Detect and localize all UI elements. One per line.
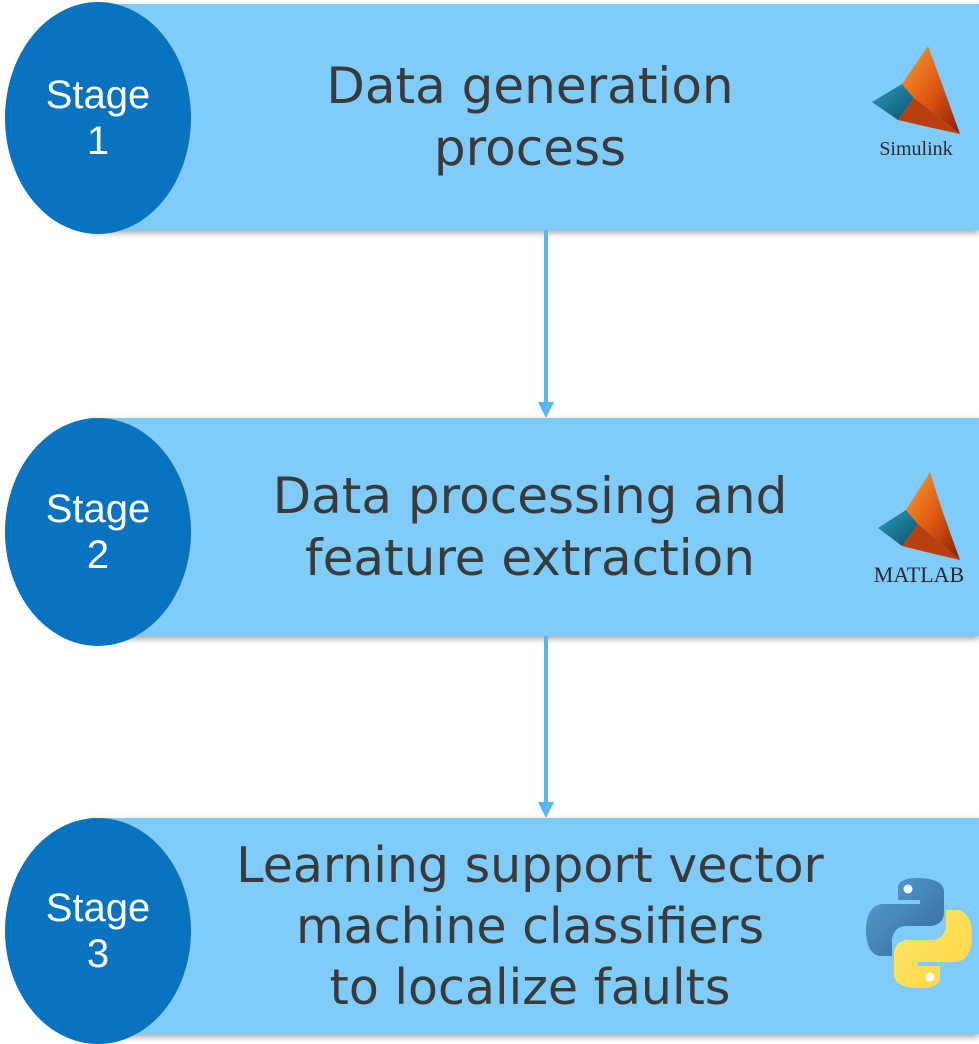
python-icon (866, 878, 972, 988)
matlab-logo: MATLAB (860, 470, 978, 588)
stage-2-badge: Stage 2 (5, 418, 191, 646)
stage-3-badge-number: 3 (86, 932, 110, 976)
stage-2-title-line-1: Data processing and (272, 467, 788, 525)
stage-1-badge-number: 1 (86, 119, 110, 163)
stage-2-title-line-2: feature extraction (305, 529, 755, 587)
stage-1-badge-label: Stage (45, 73, 151, 117)
stage-2-box: Data processing and feature extraction (90, 418, 979, 636)
stage-1-title-line-2: process (433, 119, 627, 177)
arrow-stage-1-to-2 (538, 230, 554, 418)
stage-2-badge-number: 2 (86, 533, 110, 577)
matlab-membrane-icon (878, 472, 960, 560)
matlab-caption: MATLAB (873, 562, 965, 587)
stage-3-badge: Stage 3 (5, 818, 191, 1044)
stage-3-title-line-3: to localize faults (329, 958, 731, 1016)
arrow-stage-2-to-3 (538, 636, 554, 818)
python-logo (860, 876, 978, 990)
stage-3-box: Learning support vector machine classifi… (90, 818, 979, 1034)
stage-1-box: Data generation process (90, 4, 979, 230)
stage-3-title-line-1: Learning support vector (236, 836, 824, 894)
stage-2-badge-label: Stage (45, 487, 151, 531)
simulink-logo: Simulink (858, 44, 974, 161)
simulink-caption: Simulink (879, 138, 953, 160)
stage-2-title: Data processing and feature extraction (230, 418, 830, 636)
stage-3-title: Learning support vector machine classifi… (230, 812, 830, 1040)
stage-1-title-line-1: Data generation (326, 57, 734, 115)
stage-3-badge-label: Stage (45, 886, 151, 930)
stage-1-title: Data generation process (230, 4, 830, 230)
stage-3-title-line-2: machine classifiers (295, 897, 765, 955)
simulink-membrane-icon (872, 46, 960, 134)
stage-1-badge: Stage 1 (5, 2, 191, 234)
